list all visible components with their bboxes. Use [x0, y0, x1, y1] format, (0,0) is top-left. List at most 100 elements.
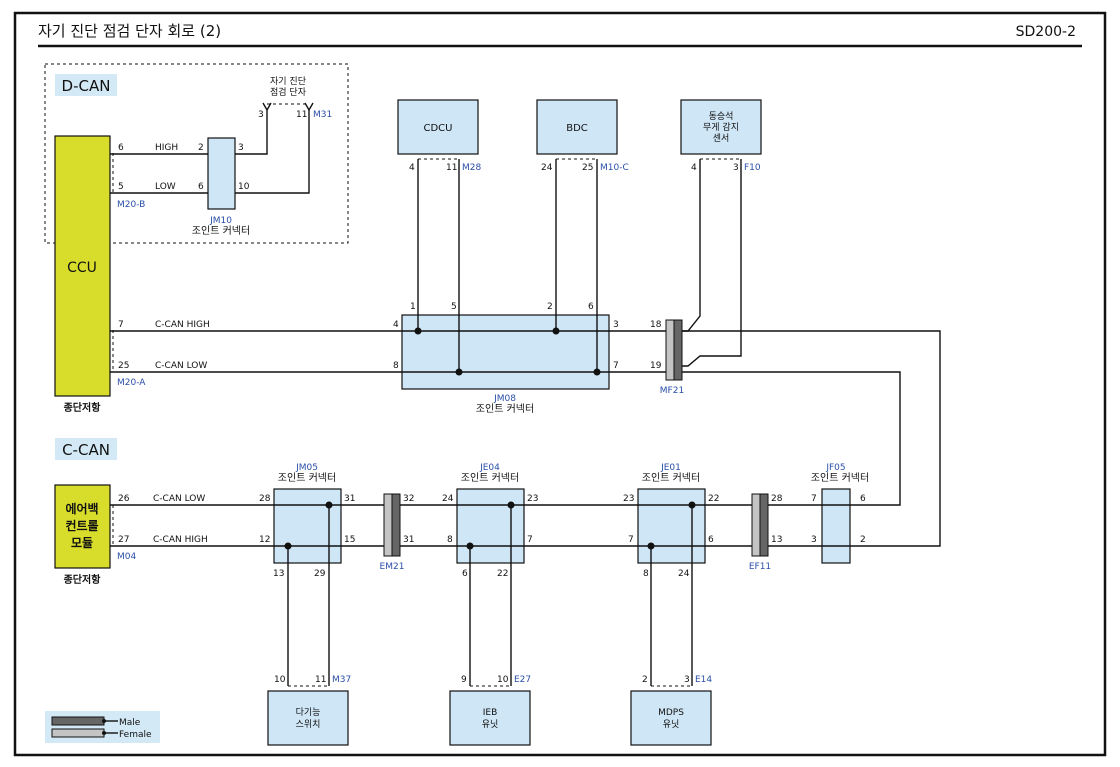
airbag-conn: M04	[117, 552, 136, 562]
jm05-pin-31: 31	[344, 494, 355, 504]
multi-switch-module	[267, 690, 349, 746]
airbag-line1: 에어백	[65, 501, 98, 516]
je01-id: JE01	[660, 463, 681, 473]
dcan-low-signal: LOW	[155, 182, 176, 192]
ccu-pin-6: 6	[118, 143, 124, 153]
je01-pin-7: 7	[628, 535, 634, 545]
jm10-pin-10: 10	[238, 182, 250, 192]
jf05-connector	[821, 488, 851, 564]
mf21-pin-19: 19	[650, 361, 662, 371]
airbag-ccan-low-signal: C-CAN LOW	[153, 494, 205, 504]
jm08-pin-1: 1	[410, 302, 416, 312]
je04-pin-7: 7	[527, 535, 533, 545]
em21-female	[383, 493, 393, 557]
cdcu-pin-11: 11	[446, 163, 457, 173]
jm08-pin-8: 8	[393, 361, 399, 371]
mf21-pin-18: 18	[650, 320, 662, 330]
ccan-label-bg	[55, 438, 117, 460]
em21-id: EM21	[380, 562, 405, 572]
diag-pin-11: 11	[296, 110, 307, 120]
airbag-line2: 컨트롤	[65, 518, 98, 533]
jm05-label: 조인트 커넥터	[278, 472, 336, 484]
multi-conn: M37	[332, 675, 351, 685]
dcan-high-signal: HIGH	[155, 143, 178, 153]
outer-frame	[13, 11, 1107, 757]
je04-splice	[466, 542, 474, 550]
occupant-line3: 센서	[713, 133, 730, 144]
legend-box	[45, 711, 160, 743]
ccu-conn-a: M20-A	[117, 378, 146, 388]
multi-line1: 다기능	[296, 707, 321, 718]
ieb-module	[449, 690, 531, 746]
je04-connector	[456, 488, 525, 564]
multi-pin-10: 10	[274, 675, 286, 685]
airbag-module	[54, 484, 111, 569]
je01-pin-6: 6	[708, 535, 714, 545]
occupant-conn: F10	[744, 163, 761, 173]
occupant-wire-b	[682, 159, 742, 367]
em21-male	[391, 493, 401, 557]
occupant-line1: 동승석	[709, 111, 734, 122]
ccu-pin-7: 7	[118, 320, 124, 330]
jm08-pin-5: 5	[451, 302, 457, 312]
jm10-pin-3: 3	[238, 143, 244, 153]
ef11-id: EF11	[749, 562, 771, 572]
jm05-splice	[325, 501, 333, 509]
mdps-line1: MDPS	[658, 708, 684, 718]
jm10-pin-6: 6	[198, 182, 204, 192]
je04-pin-24: 24	[442, 494, 454, 504]
jf05-pin-7: 7	[811, 494, 817, 504]
occupant-pin-3: 3	[733, 163, 739, 173]
jm05-connector	[273, 488, 342, 564]
ieb-conn: E27	[514, 675, 531, 685]
airbag-line3: 모듈	[71, 536, 93, 550]
je01-pin-8: 8	[643, 569, 649, 579]
diag-conn-m31: M31	[313, 110, 332, 120]
diag-terminal-line1: 자기 진단	[270, 76, 306, 87]
em21-pin-32: 32	[403, 494, 414, 504]
ccan-label: C-CAN	[62, 441, 110, 459]
occupant-line2: 무게 감지	[703, 121, 739, 133]
jm08-splice	[552, 327, 560, 335]
je01-pin-23: 23	[623, 494, 634, 504]
legend-male-label: Male	[119, 718, 141, 728]
ccu-module	[54, 135, 111, 397]
jf05-id: JF05	[825, 463, 845, 473]
mdps-line2: 유닛	[663, 719, 680, 730]
ef11-pin-28: 28	[771, 494, 783, 504]
occupant-pin-4: 4	[691, 163, 697, 173]
ccu-label: CCU	[67, 260, 97, 276]
dcan-high-wire-b	[235, 110, 268, 155]
bdc-label: BDC	[566, 123, 588, 134]
jm08-label: 조인트 커넥터	[476, 403, 534, 415]
je04-pin-6: 6	[462, 569, 468, 579]
jm08-splice	[593, 368, 601, 376]
ieb-pin-10: 10	[497, 675, 509, 685]
mf21-male	[673, 319, 683, 381]
jm08-pin-6: 6	[588, 302, 594, 312]
ccu-conn-b: M20-B	[117, 200, 145, 210]
dcan-region	[44, 63, 349, 244]
je04-id: JE04	[479, 463, 500, 473]
jm08-pin-7: 7	[613, 361, 619, 371]
jm05-pin-28: 28	[259, 494, 271, 504]
jm10-id: JM10	[209, 216, 232, 226]
airbag-ccan-high-signal: C-CAN HIGH	[153, 535, 208, 545]
mf21-female	[665, 319, 675, 381]
diag-pin-a-marker	[262, 102, 272, 112]
ccan-high-loop-wire	[682, 330, 941, 547]
multi-pin-11: 11	[315, 675, 326, 685]
ef11-pin-13: 13	[771, 535, 782, 545]
ieb-line2: 유닛	[482, 719, 499, 730]
diag-pin-b-marker	[304, 102, 314, 112]
diag-terminal-line2: 점검 단자	[270, 86, 307, 98]
ccu-termination: 종단저항	[64, 401, 102, 414]
legend-female-swatch	[51, 728, 105, 738]
cdcu-pin-4: 4	[409, 163, 415, 173]
airbag-pin-26: 26	[118, 494, 130, 504]
je04-pin-23: 23	[527, 494, 538, 504]
legend-female-label: Female	[119, 730, 152, 740]
je04-label: 조인트 커넥터	[461, 472, 519, 484]
ieb-line1: IEB	[483, 708, 498, 718]
airbag-termination: 종단저항	[64, 573, 102, 586]
